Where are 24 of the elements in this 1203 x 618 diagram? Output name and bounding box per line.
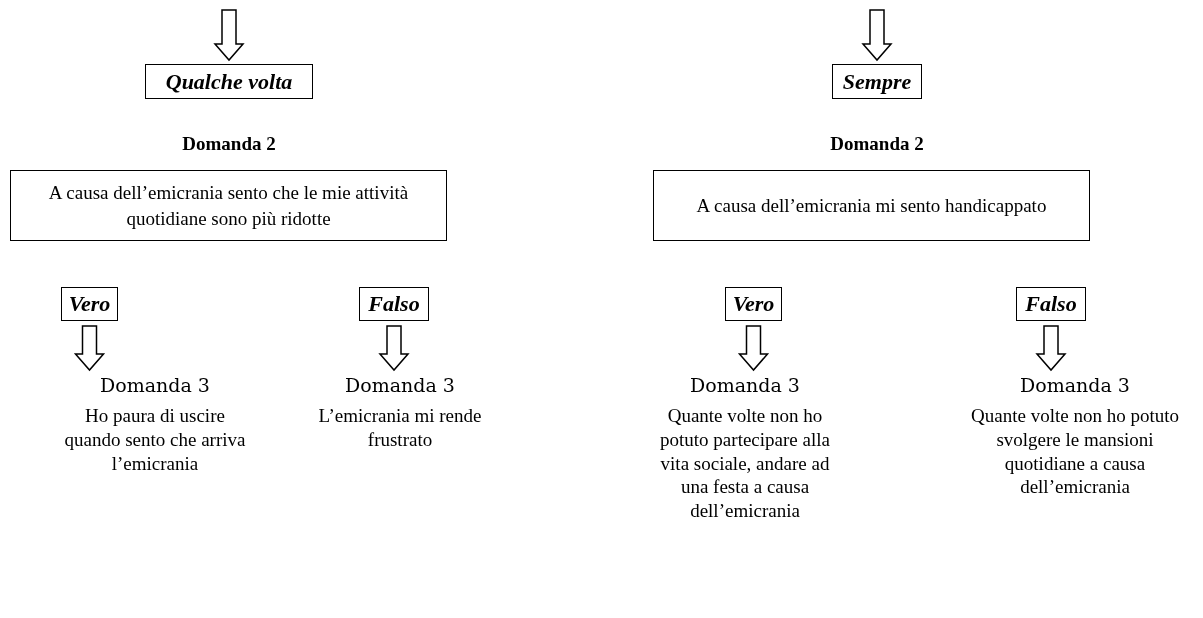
question-text: Quante volte non ho potuto partecipare alla vita sociale, andare ad una festa a causa dell’emicrania [659, 404, 831, 523]
question-heading: Domanda 3 [100, 374, 210, 396]
question-heading: Domanda 3 [345, 374, 455, 396]
answer-box: Vero [725, 287, 782, 321]
question-heading: Domanda 3 [690, 374, 800, 396]
arrow [737, 325, 770, 372]
question-text: Quante volte non ho potuto svolgere le mansioni quotidiane a causa dell’emicrania [970, 404, 1180, 499]
arrow [1035, 325, 1067, 372]
arrow [378, 325, 410, 372]
arrow [73, 325, 106, 372]
question-heading: Domanda 2 [182, 133, 276, 155]
question-box: A causa dell’emicrania sento che le mie attività quotidiane sono più ridotte [10, 170, 447, 241]
answer-box: Vero [61, 287, 118, 321]
arrow [213, 9, 245, 62]
answer-box: Falso [1016, 287, 1086, 321]
answer-box: Sempre [832, 64, 922, 99]
question-text: L’emicrania mi rende frustrato [317, 404, 483, 452]
question-text: Ho paura di uscire quando sento che arriva l’emicrania [63, 404, 247, 476]
question-heading: Domanda 3 [1020, 374, 1130, 396]
arrow [861, 9, 893, 62]
question-box: A causa dell’emicrania mi sento handicappato [653, 170, 1090, 241]
question-heading: Domanda 2 [830, 133, 924, 155]
answer-box: Falso [359, 287, 429, 321]
answer-box: Qualche volta [145, 64, 313, 99]
